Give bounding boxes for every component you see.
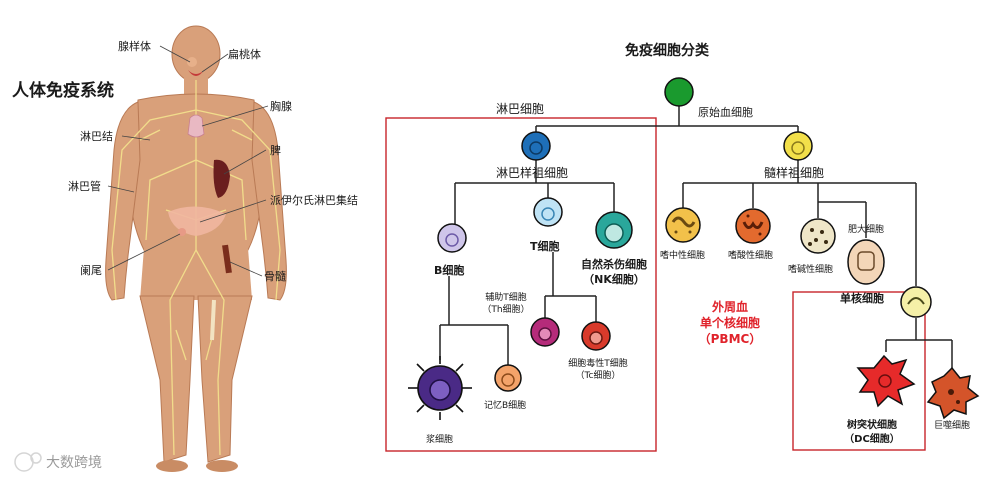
label-pbmc-line3: （PBMC） — [698, 332, 762, 346]
label-nk-line2: （NK细胞） — [583, 273, 645, 286]
label-bone-marrow: 骨髓 — [264, 270, 286, 283]
watermark-logo-icon — [14, 452, 42, 472]
label-mast-cell: 肥大细胞 — [848, 225, 885, 235]
label-monocyte: 单核细胞 — [840, 292, 884, 305]
label-b-cell: B细胞 — [434, 264, 465, 277]
cell-monocyte — [900, 286, 932, 318]
label-tc-line2: （Tc细胞） — [575, 371, 621, 381]
label-myeloid-progenitor: 髓样祖细胞 — [764, 166, 825, 180]
cell-neutrophil — [665, 207, 701, 243]
cell-basophil — [800, 218, 836, 254]
label-basophil: 嗜碱性细胞 — [788, 265, 834, 275]
label-lymph-vessel: 淋巴管 — [68, 180, 101, 193]
label-th-line2: （Th细胞） — [482, 305, 530, 315]
label-th-line1: 辅助T细胞 — [485, 293, 527, 303]
label-memory-b-cell: 记忆B细胞 — [484, 401, 527, 411]
label-lymph-node: 淋巴结 — [80, 130, 113, 143]
organ-leader-lines — [107, 45, 269, 277]
label-peyer-patch: 派伊尔氏淋巴集结 — [270, 194, 358, 207]
label-dc-line1: 树突状细胞 — [847, 420, 897, 431]
label-lymphoid-progenitor: 淋巴样祖细胞 — [496, 166, 569, 180]
cell-tc — [581, 321, 611, 351]
label-adenoid: 腺样体 — [118, 40, 151, 53]
label-pbmc-line1: 外周血 — [711, 300, 748, 314]
cell-th — [530, 317, 560, 347]
cell-dendritic — [856, 354, 916, 408]
label-macrophage: 巨噬细胞 — [934, 421, 971, 431]
label-tonsil: 扁桃体 — [228, 48, 261, 61]
cell-plasma — [408, 356, 472, 420]
cell-lymphoid-progenitor — [521, 131, 551, 161]
label-neutrophil: 嗜中性细胞 — [660, 251, 706, 261]
human-body-figure — [105, 25, 287, 472]
cell-memory-b — [494, 364, 522, 392]
label-eosinophil: 嗜酸性细胞 — [728, 251, 774, 261]
label-plasma-cell: 浆细胞 — [426, 435, 454, 445]
immune-system-title: 人体免疫系统 — [12, 81, 114, 101]
cell-stem — [664, 77, 694, 107]
label-spleen: 脾 — [270, 144, 281, 157]
cell-mast — [847, 239, 885, 285]
cell-b — [437, 223, 467, 253]
cell-classification-title: 免疫细胞分类 — [625, 43, 709, 59]
cell-myeloid-progenitor — [783, 131, 813, 161]
label-tc-line1: 细胞毒性T细胞 — [568, 359, 628, 369]
monocyte-box — [792, 291, 926, 451]
label-t-cell: T细胞 — [530, 240, 560, 253]
label-dc-line2: （DC细胞） — [844, 434, 900, 445]
label-pbmc-line2: 单个核细胞 — [699, 316, 760, 330]
cell-macrophage — [926, 366, 980, 420]
lineage-tree-lines — [439, 106, 953, 370]
lymphocyte-box — [385, 117, 657, 452]
watermark-text: 大数跨境 — [46, 455, 102, 471]
cell-nk — [595, 211, 633, 249]
cell-t — [533, 197, 563, 227]
cell-eosinophil — [735, 208, 771, 244]
label-stem-cell: 原始血细胞 — [698, 106, 753, 119]
label-lymphocyte-box: 淋巴细胞 — [496, 102, 545, 116]
label-thymus: 胸腺 — [270, 100, 292, 113]
label-nk-line1: 自然杀伤细胞 — [581, 258, 647, 271]
label-appendix: 阑尾 — [80, 264, 102, 277]
